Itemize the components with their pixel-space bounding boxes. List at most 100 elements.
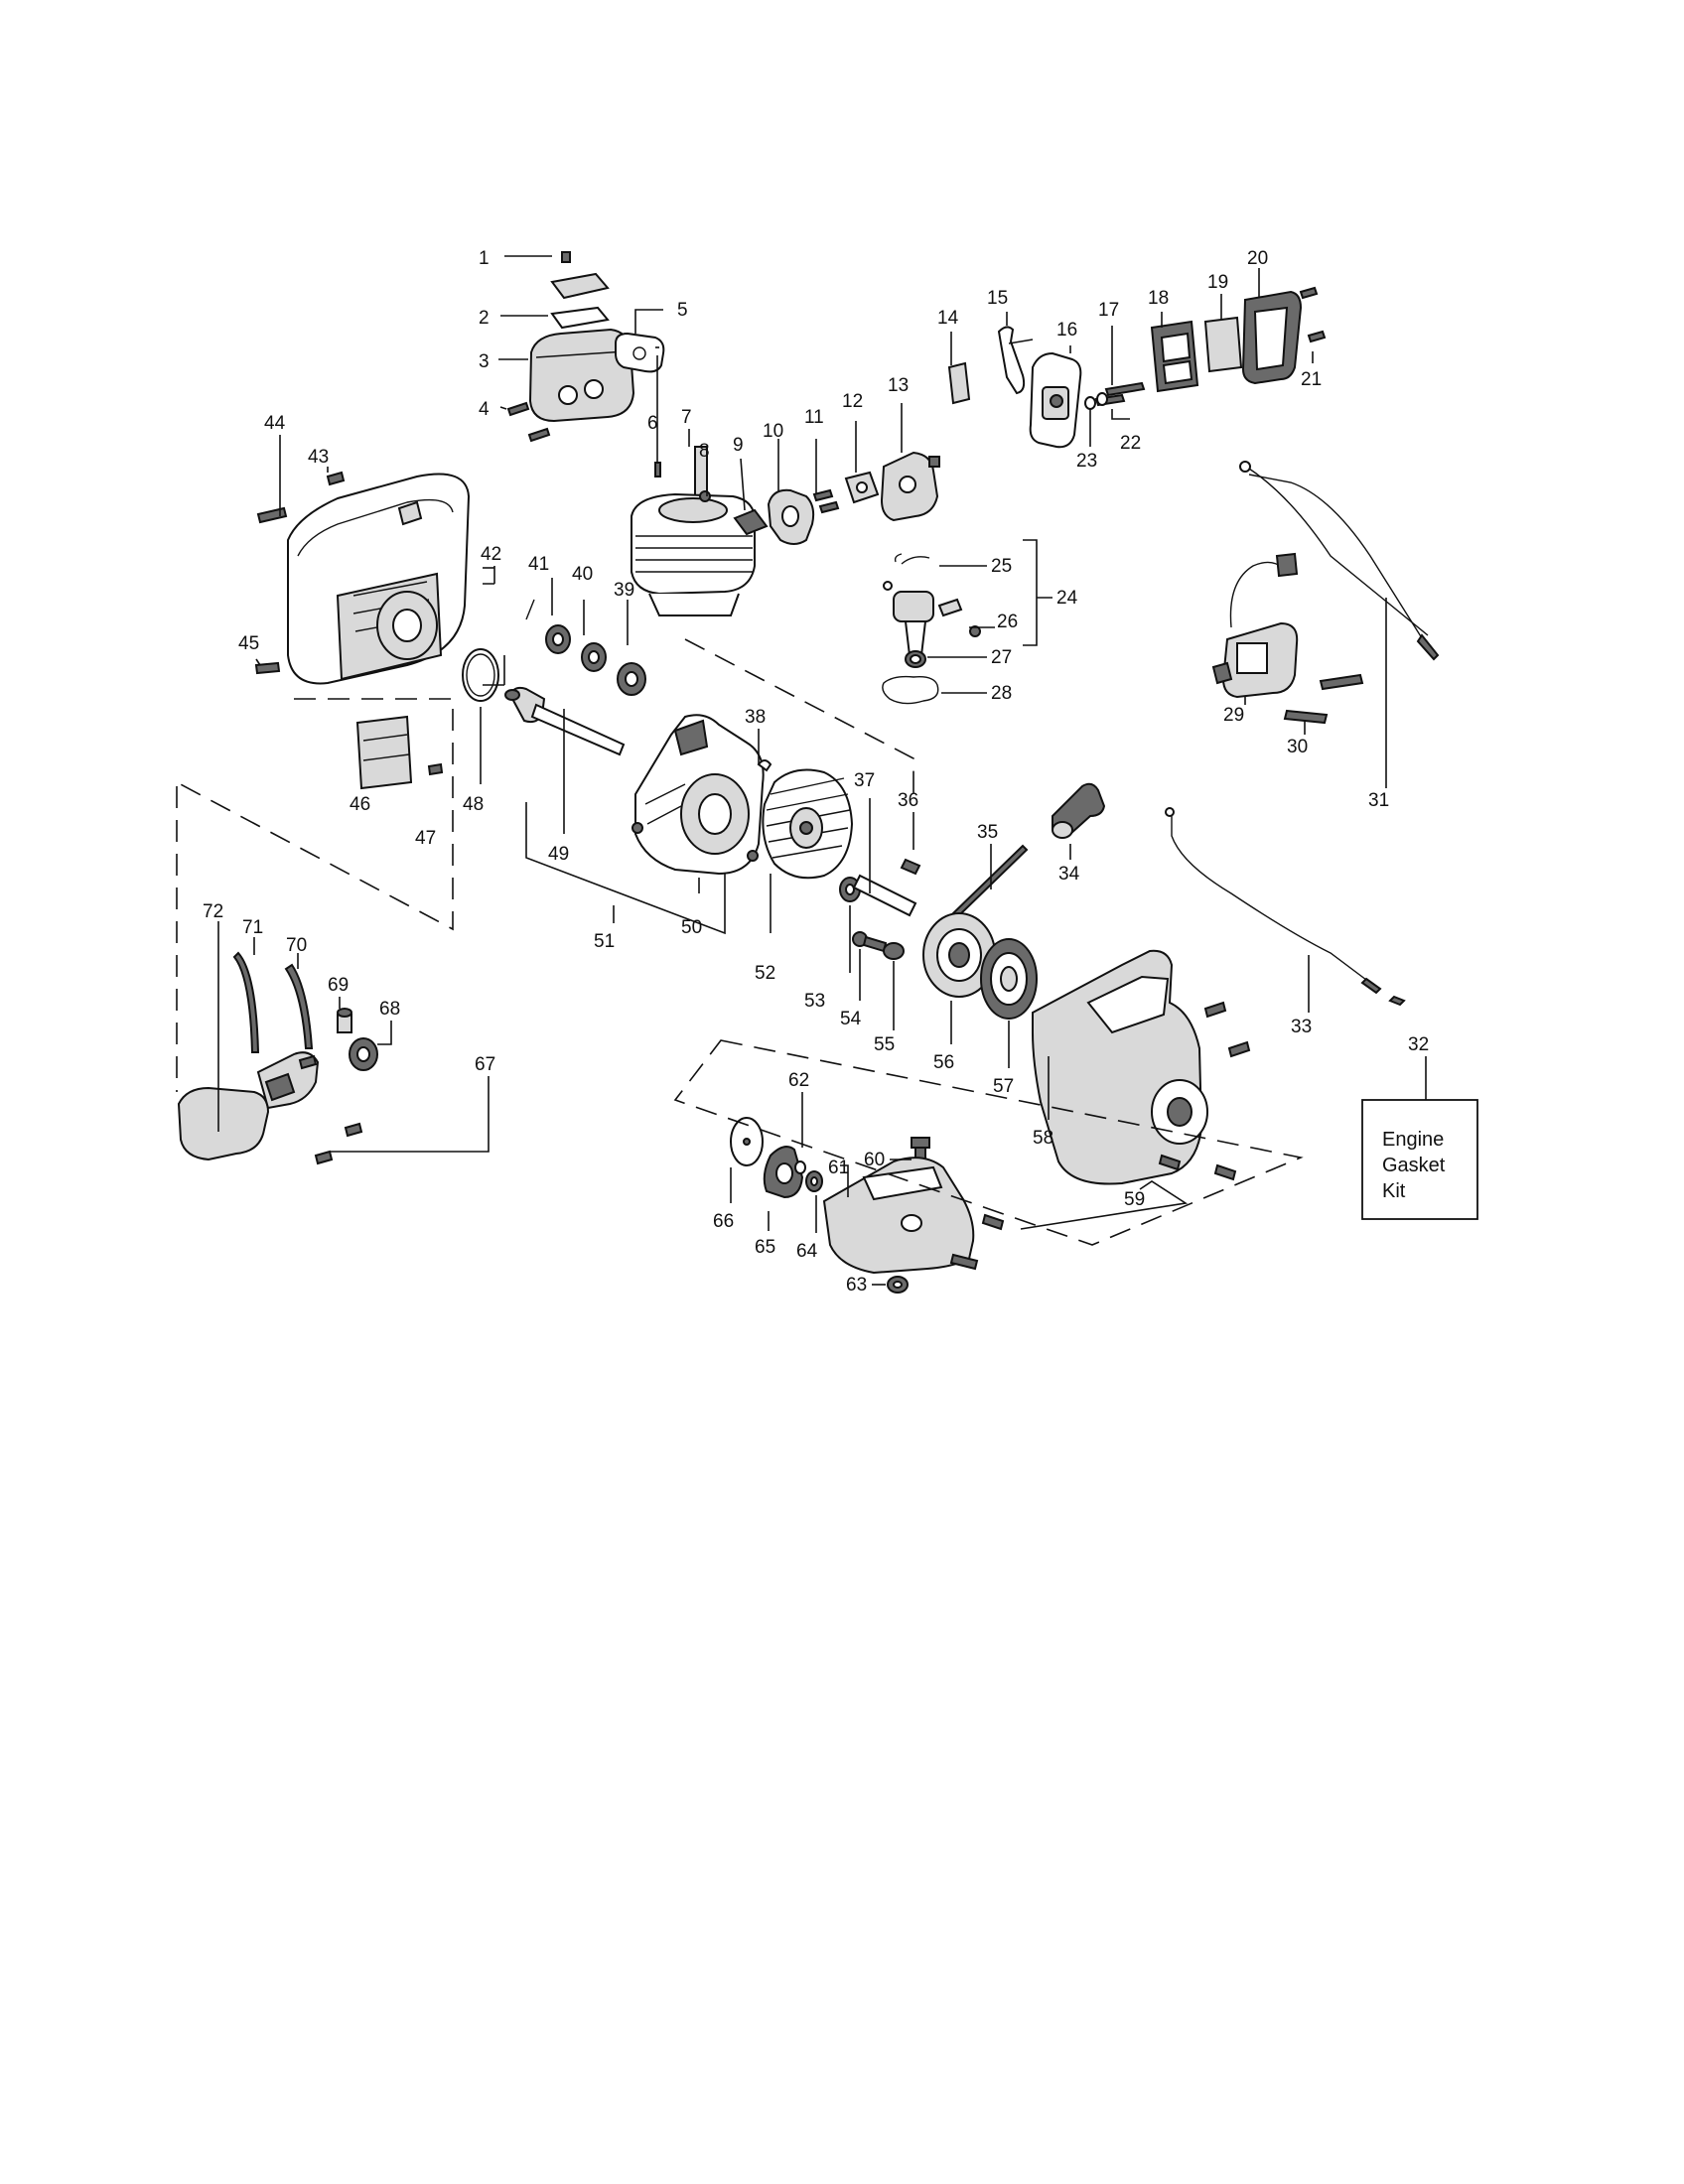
part-54-55-hardware bbox=[852, 931, 905, 960]
part-64-washer bbox=[805, 1170, 823, 1192]
part-62-65-clutch bbox=[763, 1146, 806, 1199]
callout-8: 8 bbox=[699, 441, 710, 462]
part-31-wire bbox=[1239, 461, 1440, 661]
callout-4: 4 bbox=[479, 399, 490, 420]
callout-36: 36 bbox=[898, 790, 918, 811]
part-57-spring bbox=[980, 938, 1038, 1020]
part-69-eyelet bbox=[337, 1008, 352, 1033]
callout-63: 63 bbox=[846, 1275, 867, 1296]
gasket-kit-line-3: Kit bbox=[1382, 1180, 1406, 1202]
part-63-nut bbox=[887, 1276, 909, 1294]
dashed-group-lines bbox=[176, 638, 1304, 1246]
part-66-disc bbox=[730, 1117, 764, 1166]
callout-64: 64 bbox=[796, 1241, 818, 1262]
callout-41: 41 bbox=[528, 554, 549, 575]
part-38-key bbox=[757, 759, 772, 772]
part-10-intake bbox=[767, 488, 815, 545]
engine-gasket-kit-box: Engine Gasket Kit bbox=[1361, 1099, 1478, 1220]
part-39-41-bearings bbox=[525, 599, 646, 696]
part-61-clutch-cover bbox=[822, 1157, 979, 1275]
callout-58: 58 bbox=[1033, 1128, 1053, 1149]
part-29-ignition-module bbox=[1211, 552, 1299, 699]
part-12-gasket bbox=[844, 471, 880, 504]
part-9-gasket bbox=[733, 508, 769, 536]
callout-15: 15 bbox=[987, 288, 1008, 309]
part-5-gasket bbox=[615, 332, 665, 373]
callout-5: 5 bbox=[677, 300, 688, 321]
callout-68: 68 bbox=[379, 999, 400, 1020]
callout-18: 18 bbox=[1148, 288, 1169, 309]
callout-59: 59 bbox=[1124, 1189, 1145, 1210]
part-70-71-lines bbox=[232, 951, 314, 1053]
callout-17: 17 bbox=[1098, 300, 1119, 321]
callout-28: 28 bbox=[991, 683, 1012, 704]
callout-31: 31 bbox=[1368, 790, 1389, 811]
part-50-crankcase bbox=[632, 714, 765, 876]
part-72-guard bbox=[177, 1051, 363, 1165]
callout-61: 61 bbox=[828, 1158, 849, 1178]
part-59-screws bbox=[981, 1154, 1237, 1231]
callout-7: 7 bbox=[681, 407, 692, 428]
callout-49: 49 bbox=[548, 844, 569, 865]
part-37-pin bbox=[852, 874, 917, 917]
part-42-engine-cover bbox=[287, 473, 471, 685]
callout-29: 29 bbox=[1223, 705, 1244, 726]
callout-66: 66 bbox=[713, 1211, 734, 1232]
leader-lines bbox=[217, 255, 1427, 1286]
part-15-lever bbox=[997, 326, 1026, 395]
callout-39: 39 bbox=[614, 580, 634, 601]
callout-44: 44 bbox=[264, 413, 286, 434]
part-36-screw bbox=[900, 858, 921, 876]
callout-24: 24 bbox=[1056, 588, 1078, 609]
part-58-starter-housing bbox=[1032, 949, 1251, 1185]
callout-16: 16 bbox=[1056, 320, 1077, 341]
callout-34: 34 bbox=[1058, 864, 1080, 885]
part-56-pulley bbox=[922, 912, 996, 998]
callout-43: 43 bbox=[308, 447, 329, 468]
part-52-flywheel bbox=[762, 768, 854, 880]
callout-67: 67 bbox=[475, 1054, 495, 1075]
callout-35: 35 bbox=[977, 822, 998, 843]
callout-47: 47 bbox=[415, 828, 436, 849]
callout-25: 25 bbox=[991, 556, 1012, 577]
part-43-45-screws bbox=[254, 471, 346, 675]
part-46-foam bbox=[355, 715, 413, 790]
part-68-spool-nut bbox=[349, 1037, 378, 1071]
part-18-filter-frame bbox=[1150, 320, 1199, 393]
callout-32: 32 bbox=[1408, 1034, 1429, 1055]
callout-38: 38 bbox=[745, 707, 766, 728]
part-20-filter-cover bbox=[1241, 290, 1303, 385]
callout-13: 13 bbox=[888, 375, 909, 396]
callout-55: 55 bbox=[874, 1034, 895, 1055]
part-19-filter-element bbox=[1203, 316, 1243, 373]
gasket-kit-line-1: Engine bbox=[1382, 1129, 1444, 1151]
callout-60: 60 bbox=[864, 1150, 885, 1170]
callout-45: 45 bbox=[238, 633, 259, 654]
part-33-cable bbox=[1165, 807, 1406, 1007]
part-2-plate bbox=[550, 272, 610, 330]
callout-40: 40 bbox=[572, 564, 593, 585]
callout-14: 14 bbox=[937, 308, 959, 329]
callout-19: 19 bbox=[1207, 272, 1228, 293]
part-49-crankshaft bbox=[504, 686, 626, 756]
part-3-muffler bbox=[528, 328, 635, 423]
part-1-screw bbox=[561, 251, 571, 263]
part-34-handle bbox=[1052, 782, 1106, 839]
callout-6: 6 bbox=[647, 413, 658, 434]
part-16-filter-base bbox=[1029, 351, 1082, 449]
callout-20: 20 bbox=[1247, 248, 1268, 269]
callout-1: 1 bbox=[479, 248, 490, 269]
part-13-carburetor bbox=[880, 451, 940, 522]
callout-9: 9 bbox=[733, 435, 744, 456]
part-30-screws bbox=[1283, 673, 1364, 725]
callout-33: 33 bbox=[1291, 1017, 1312, 1037]
part-35-rope bbox=[951, 844, 1029, 919]
callout-37: 37 bbox=[854, 770, 875, 791]
callout-11: 11 bbox=[804, 407, 824, 428]
callout-42: 42 bbox=[481, 544, 501, 565]
callout-69: 69 bbox=[328, 975, 349, 996]
callout-2: 2 bbox=[479, 308, 490, 329]
callout-71: 71 bbox=[242, 917, 263, 938]
callout-70: 70 bbox=[286, 935, 307, 956]
